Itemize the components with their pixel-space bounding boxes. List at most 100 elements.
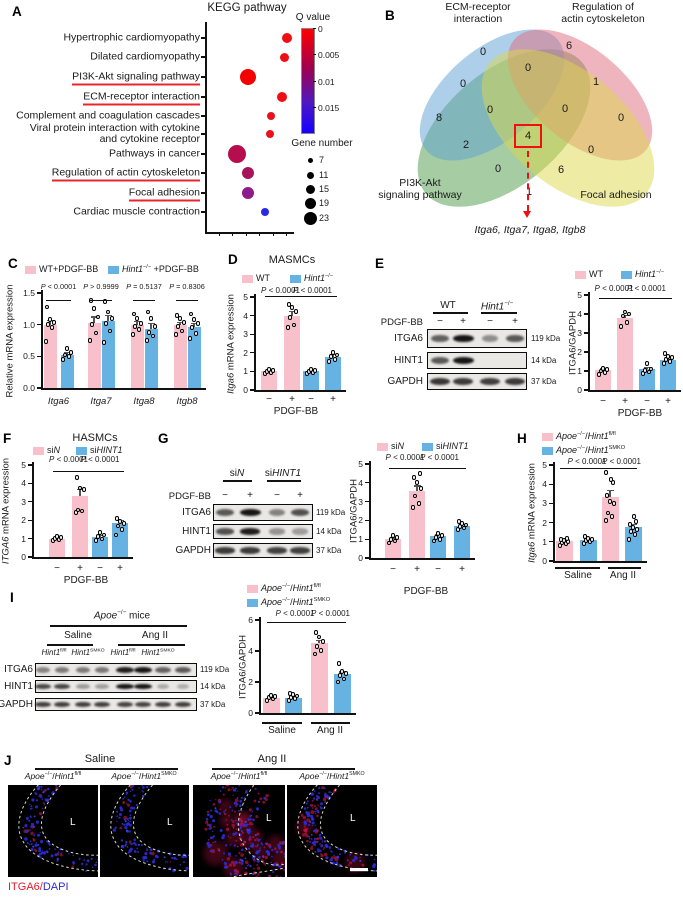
if-nucleus-dot — [72, 861, 75, 864]
y-axis-line — [369, 461, 371, 559]
if-nucleus-dot — [129, 816, 132, 820]
data-point — [308, 366, 314, 372]
bar — [284, 315, 300, 390]
vessel-outline-dashed — [18, 780, 105, 872]
text-seg: Apoe — [24, 771, 45, 781]
text-seg: N — [53, 445, 61, 455]
kda-label: 14 kDa — [200, 681, 226, 691]
if-red-signal — [234, 798, 239, 803]
legend-swatch — [377, 443, 388, 451]
data-point — [119, 527, 125, 532]
data-point — [624, 320, 630, 325]
legend-label: siHINT1 — [436, 441, 469, 451]
if-nucleus-dot — [262, 855, 265, 858]
text-seg: P — [385, 453, 391, 462]
if-nucleus-dot — [235, 820, 237, 822]
if-nucleus-dot — [245, 867, 248, 870]
if-red-signal — [226, 857, 231, 861]
if-nucleus-dot — [259, 847, 261, 849]
gene-number-label: 23 — [319, 213, 330, 223]
y-tick-label: 4 — [358, 477, 363, 488]
if-image: L — [8, 780, 105, 877]
error-bar-stem — [136, 321, 138, 325]
text-seg: P — [40, 282, 46, 291]
error-bar-stem — [646, 367, 648, 370]
if-red-signal — [321, 786, 325, 790]
y-tick — [549, 502, 553, 504]
if-red-signal — [204, 827, 208, 831]
data-point — [179, 328, 185, 334]
if-nucleus-dot — [313, 797, 316, 800]
venn-count: 0 — [618, 112, 624, 124]
blot-title-line — [50, 625, 187, 627]
legend-label: Apoe−/−/Hint1SMKO — [556, 445, 625, 455]
text-seg: WT+PDGF-BB — [39, 264, 99, 274]
if-nucleus-dot — [244, 820, 247, 824]
gene-number-dot — [306, 171, 314, 179]
text-seg: < 0.0001 — [85, 455, 120, 464]
legend-swatch — [542, 433, 553, 441]
if-red-signal — [125, 803, 128, 805]
if-nucleus-dot — [24, 837, 28, 841]
if-nucleus-dot — [316, 798, 319, 801]
text-seg: si — [229, 468, 237, 479]
if-nucleus-dot — [324, 801, 326, 803]
text-seg: − — [222, 490, 228, 501]
error-bar-cap — [176, 321, 184, 323]
if-nucleus-dot — [319, 836, 323, 840]
if-red-signal — [306, 839, 309, 843]
if-nucleus-dot — [325, 845, 329, 848]
if-nucleus-dot — [256, 850, 260, 854]
text-seg: / — [290, 597, 293, 607]
kda-label: 37 kDa — [316, 545, 342, 555]
y-tick-label: 3 — [21, 496, 26, 507]
data-point — [339, 668, 345, 674]
if-nucleus-dot — [29, 808, 32, 810]
text-seg: Hint1 — [635, 269, 657, 279]
text-seg: −/− — [577, 431, 586, 437]
significance-line — [288, 296, 337, 298]
if-nucleus-dot — [143, 856, 148, 860]
if-red-signal — [263, 846, 266, 849]
if-nucleus-dot — [278, 847, 281, 850]
if-nucleus-dot — [41, 850, 43, 852]
panel-h-letter: H — [517, 431, 527, 446]
gene-number-label: 19 — [319, 198, 330, 208]
x-tick-label: − — [308, 394, 314, 405]
pathway-label-line: Focal adhesion — [0, 186, 200, 202]
data-point — [626, 311, 632, 317]
y-tick — [255, 681, 259, 683]
if-nucleus-dot — [359, 859, 362, 862]
if-nucleus-dot — [277, 843, 280, 847]
blot-group-label: siHINT1 — [265, 468, 301, 479]
if-nucleus-dot — [240, 848, 244, 852]
x-group-label: Itga6 — [48, 396, 69, 407]
if-nucleus-dot — [81, 862, 84, 866]
if-image-svg: L — [295, 780, 384, 873]
significance-line — [621, 298, 672, 300]
pathway-label: ECM-receptor interaction — [0, 90, 200, 106]
text-seg: Ang II — [316, 725, 344, 736]
if-nucleus-dot — [245, 789, 248, 792]
y-axis-line — [254, 294, 256, 391]
if-red-signal — [223, 812, 227, 816]
if-nucleus-dot — [238, 784, 241, 787]
x-tick — [218, 232, 220, 236]
blot-row-label: ITGA6 — [182, 506, 211, 518]
if-nucleus-dot — [208, 823, 212, 827]
if-nucleus-dot — [244, 857, 247, 860]
if-red-signal — [257, 792, 260, 795]
text-seg: fl/fl — [60, 648, 67, 654]
if-red-signal — [313, 805, 317, 808]
if-nucleus-dot — [252, 872, 255, 876]
data-point — [435, 531, 441, 536]
if-red-signal — [235, 828, 238, 830]
pathway-label-line: Hypertrophic cardiomyopathy — [63, 31, 200, 44]
text-seg: P — [275, 609, 281, 618]
colorbar-tick-label: 0.005 — [318, 50, 340, 60]
x-group-line — [311, 722, 350, 724]
if-red-signal — [212, 841, 215, 844]
